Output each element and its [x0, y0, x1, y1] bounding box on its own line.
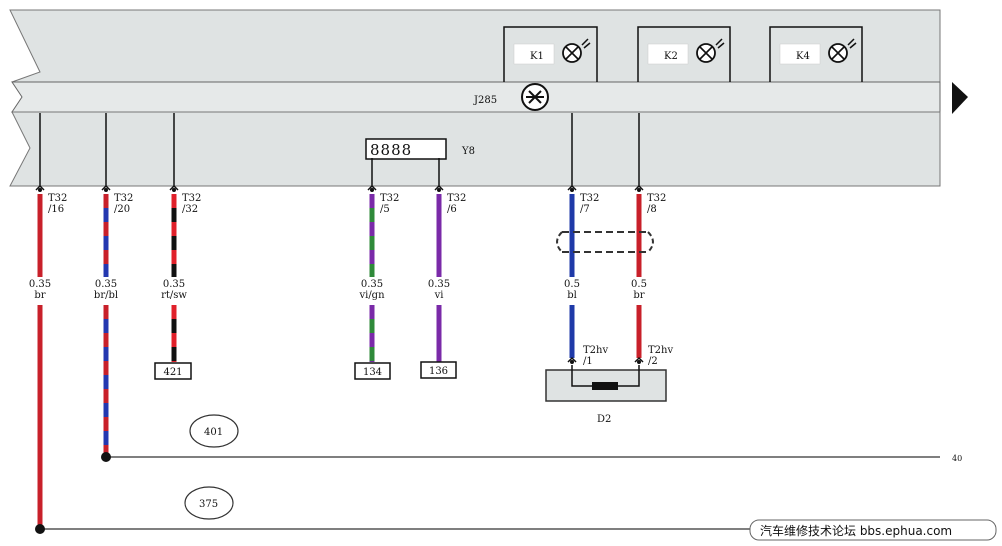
- sensor-d2: D2 T2hv /1 T2hv /2: [545, 345, 673, 425]
- sensor-label: D2: [597, 414, 611, 425]
- wire-color: br/bl: [94, 290, 118, 301]
- svg-text:8888: 8888: [370, 141, 412, 159]
- wire-ref: 136: [429, 366, 448, 377]
- watermark: 汽车维修技术论坛 bbs.ephua.com: [749, 519, 997, 541]
- watermark-text: 汽车维修技术论坛 bbs.ephua.com: [760, 523, 952, 538]
- wire-size: 0.35: [29, 279, 51, 290]
- wire-ref: 421: [163, 367, 182, 378]
- wire-size: 0.35: [163, 279, 185, 290]
- wire-pin-number: /6: [447, 204, 457, 215]
- ground-point-401: 401: [189, 414, 239, 448]
- sensor-pin2-num: /2: [648, 356, 658, 367]
- digital-display: 8888 Y8: [365, 138, 475, 160]
- display-label: Y8: [461, 146, 475, 157]
- lamp-k4: K4: [769, 26, 863, 82]
- ground-point-375-label: 375: [199, 499, 218, 510]
- wire-color: bl: [567, 290, 577, 301]
- lamp-icon: [562, 38, 591, 63]
- wire-pin-number: /8: [647, 204, 657, 215]
- wire-size: 0.5: [631, 279, 647, 290]
- wire-pin-number: /5: [380, 204, 390, 215]
- unit-label: J285: [473, 95, 497, 106]
- lamp-label: K1: [530, 51, 544, 62]
- sensor-pin2-name: T2hv: [648, 345, 673, 356]
- lamp-icon: [828, 38, 857, 63]
- wire-pin-name: T32: [380, 193, 399, 204]
- ground-point-401-label: 401: [204, 427, 223, 438]
- wire-color: rt/sw: [161, 290, 187, 301]
- lamp-k1: K1: [503, 26, 598, 82]
- wire-pin-number: /20: [114, 204, 130, 215]
- sensor-pin1-num: /1: [583, 356, 593, 367]
- lamp-k2: K2: [637, 26, 731, 82]
- wire-color: vi/gn: [358, 290, 385, 301]
- lamp-label: K2: [664, 51, 678, 62]
- wire-pin-name: T32: [48, 193, 67, 204]
- connector-arrow: [952, 82, 968, 114]
- warning-lamps: K1 K2 K4: [503, 26, 863, 82]
- cable-shield: [556, 231, 654, 253]
- wire-pin-name: T32: [182, 193, 201, 204]
- wire-7: T32/8 0.5br: [631, 113, 666, 364]
- lamp-icon: [696, 38, 725, 63]
- wire-size: 0.5: [564, 279, 580, 290]
- sensor-pin1-name: T2hv: [583, 345, 608, 356]
- wire-6: T32/7 0.5bl: [564, 113, 599, 364]
- wire-color: br: [633, 290, 644, 301]
- wire-color: vi: [434, 290, 444, 301]
- wire-size: 0.35: [95, 279, 117, 290]
- lamp-label: K4: [796, 51, 810, 62]
- ground-node-401: [101, 452, 111, 462]
- housing-lower-panel: [9, 111, 941, 187]
- wire-pin-name: T32: [647, 193, 666, 204]
- gauge-icon: [521, 83, 549, 111]
- wire-pin-name: T32: [447, 193, 466, 204]
- wire-size: 0.35: [361, 279, 383, 290]
- right-ref-label: 40: [952, 454, 962, 463]
- wire-pin-number: /32: [182, 204, 198, 215]
- wire-ref: 134: [363, 367, 382, 378]
- wire-pin-number: /16: [48, 204, 64, 215]
- wire-size: 0.35: [428, 279, 450, 290]
- wire-pin-name: T32: [580, 193, 599, 204]
- ground-point-375: 375: [184, 486, 234, 520]
- ground-node-375: [35, 524, 45, 534]
- wire-pin-number: /7: [580, 204, 590, 215]
- wire-pin-name: T32: [114, 193, 133, 204]
- wire-harness: T32/160.35brT32/200.35br/blT32/320.35rt/…: [29, 113, 666, 529]
- wire-color: br: [34, 290, 45, 301]
- control-unit-housing: [9, 9, 968, 187]
